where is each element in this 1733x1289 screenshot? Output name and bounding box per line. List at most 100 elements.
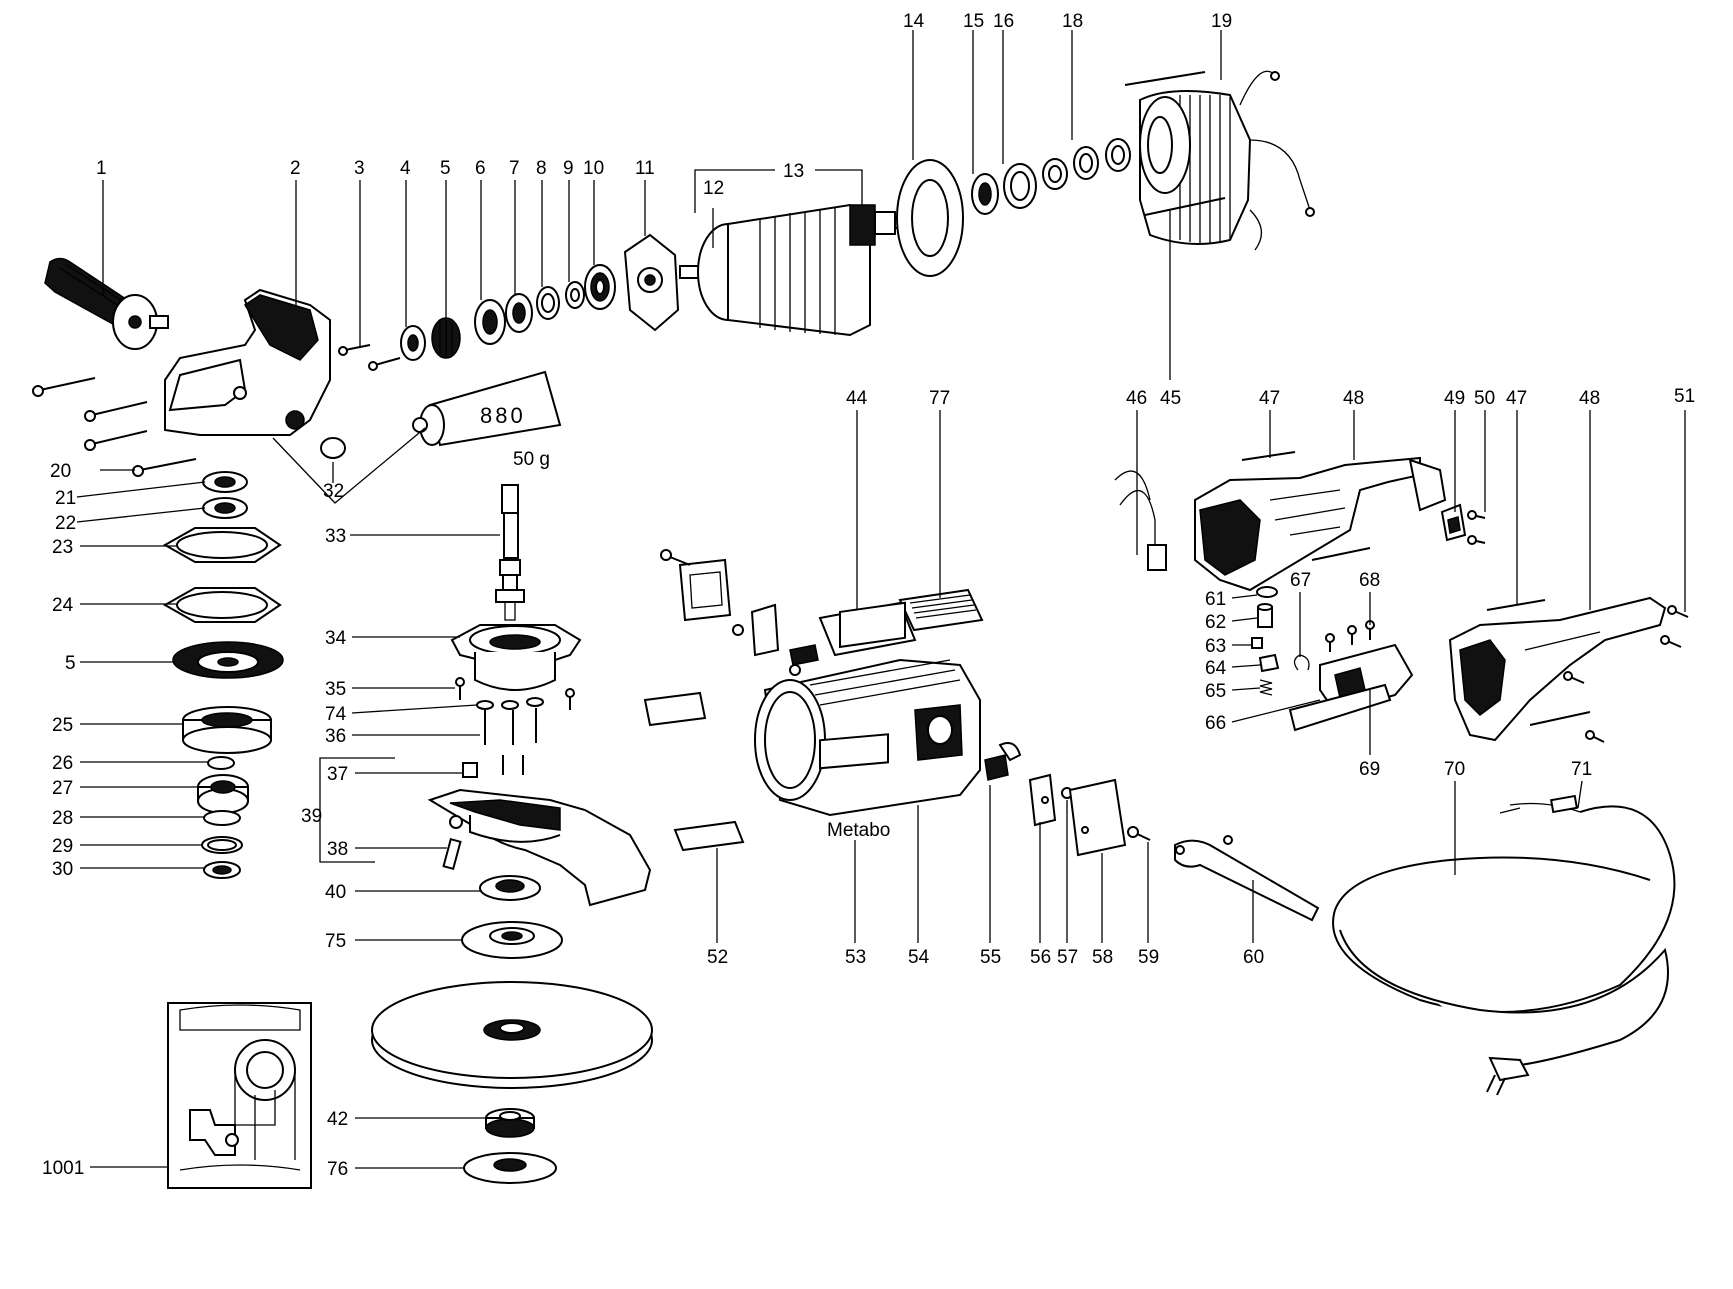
label-16: 16 (993, 11, 1014, 32)
part-backing-pad-75 (461, 921, 563, 959)
label-64: 64 (1205, 658, 1227, 679)
part-ring-29 (201, 836, 243, 854)
part-label-77 (898, 588, 984, 632)
label-38: 38 (327, 839, 348, 860)
label-32: 32 (323, 481, 344, 502)
part-grease-tube: 880 50 g (412, 370, 562, 470)
label-9: 9 (563, 158, 574, 179)
label-39: 39 (301, 806, 322, 827)
label-57: 57 (1057, 947, 1078, 968)
label-58: 58 (1092, 947, 1113, 968)
label-71: 71 (1571, 759, 1592, 780)
label-52: 52 (707, 947, 728, 968)
label-1: 1 (96, 158, 107, 179)
label-5-left: 5 (65, 653, 76, 674)
part-screw-47b (1486, 599, 1546, 611)
part-motor-housing (754, 601, 981, 817)
label-34: 34 (325, 628, 347, 649)
label-33: 33 (325, 526, 346, 547)
label-40: 40 (325, 882, 346, 903)
part-bearing-21 (202, 471, 248, 493)
part-flange-25 (182, 706, 272, 754)
label-6: 6 (475, 158, 486, 179)
label-77: 77 (929, 388, 950, 409)
label-26: 26 (52, 753, 73, 774)
label-47-b: 47 (1506, 388, 1527, 409)
label-70: 70 (1444, 759, 1465, 780)
label-53: 53 (845, 947, 866, 968)
label-35: 35 (325, 679, 346, 700)
label-62: 62 (1205, 612, 1226, 633)
part-clamp-nut-37 (462, 762, 478, 778)
part-washers-18 (1042, 138, 1131, 190)
part-grinding-disc (371, 981, 653, 1089)
part-bearing-flange (450, 624, 582, 691)
part-nut (400, 325, 426, 361)
label-19: 19 (1211, 11, 1232, 32)
part-gasket-23 (162, 527, 282, 563)
part-brush-plate (660, 549, 732, 622)
part-ring-26 (207, 756, 235, 770)
part-screw-47-mid (1311, 547, 1371, 561)
part-spanner (1174, 835, 1320, 922)
label-76: 76 (327, 1159, 348, 1180)
part-screws-35-36 (455, 677, 575, 775)
label-10: 10 (583, 158, 604, 179)
part-gasket-24 (162, 587, 282, 623)
label-2: 2 (290, 158, 301, 179)
part-screw-mid-lower (1529, 711, 1591, 726)
label-23: 23 (52, 537, 73, 558)
part-motor-housing-half-48a (1194, 456, 1447, 592)
part-number-labels: 1 2 3 4 5 6 7 8 9 10 11 12 13 14 15 16 1… (42, 11, 1695, 1180)
part-carbon-brush-46 (1114, 470, 1167, 571)
label-3: 3 (354, 158, 365, 179)
tube-weight: 50 g (513, 449, 550, 470)
part-brush-holder-56 (1028, 773, 1073, 827)
part-cover-58 (1068, 778, 1127, 857)
part-screws-51 (1563, 605, 1689, 743)
part-screws-68 (1325, 620, 1375, 652)
label-14: 14 (903, 11, 925, 32)
part-screws-housing (32, 377, 197, 477)
part-spindle (495, 484, 525, 621)
part-housing-half-48b (1448, 596, 1667, 742)
part-sleeve-62 (1257, 603, 1273, 628)
part-label-52 (673, 820, 745, 852)
part-field-coil (1124, 70, 1315, 251)
label-67: 67 (1290, 570, 1311, 591)
label-8: 8 (536, 158, 547, 179)
part-screw-59 (1127, 826, 1151, 841)
part-bearing-27 (197, 774, 249, 814)
label-7: 7 (509, 158, 520, 179)
part-ring-67 (1293, 654, 1310, 671)
label-30: 30 (52, 859, 73, 880)
part-screw-38 (442, 837, 462, 871)
label-12: 12 (703, 178, 724, 199)
label-59: 59 (1138, 947, 1159, 968)
label-74: 74 (325, 704, 347, 725)
label-42: 42 (327, 1109, 348, 1130)
label-68: 68 (1359, 570, 1380, 591)
label-24: 24 (52, 595, 74, 616)
part-nut-63 (1251, 637, 1263, 649)
part-flange-40 (479, 875, 541, 901)
label-46: 46 (1126, 388, 1147, 409)
label-36: 36 (325, 726, 346, 747)
part-bearing-plate (623, 233, 680, 332)
part-switch-69 (1288, 643, 1414, 732)
label-15: 15 (963, 11, 984, 32)
part-bevel-gear (172, 641, 284, 679)
part-ring-28 (203, 810, 241, 826)
part-bearing-15 (971, 173, 999, 215)
part-seal-30 (203, 861, 241, 879)
part-screws-3 (338, 344, 401, 371)
part-wheel-guard (427, 788, 652, 907)
label-54: 54 (908, 947, 930, 968)
label-28: 28 (52, 808, 73, 829)
label-21: 21 (55, 488, 76, 509)
label-69: 69 (1359, 759, 1380, 780)
part-bearing-7 (505, 293, 533, 333)
label-75: 75 (325, 931, 346, 952)
